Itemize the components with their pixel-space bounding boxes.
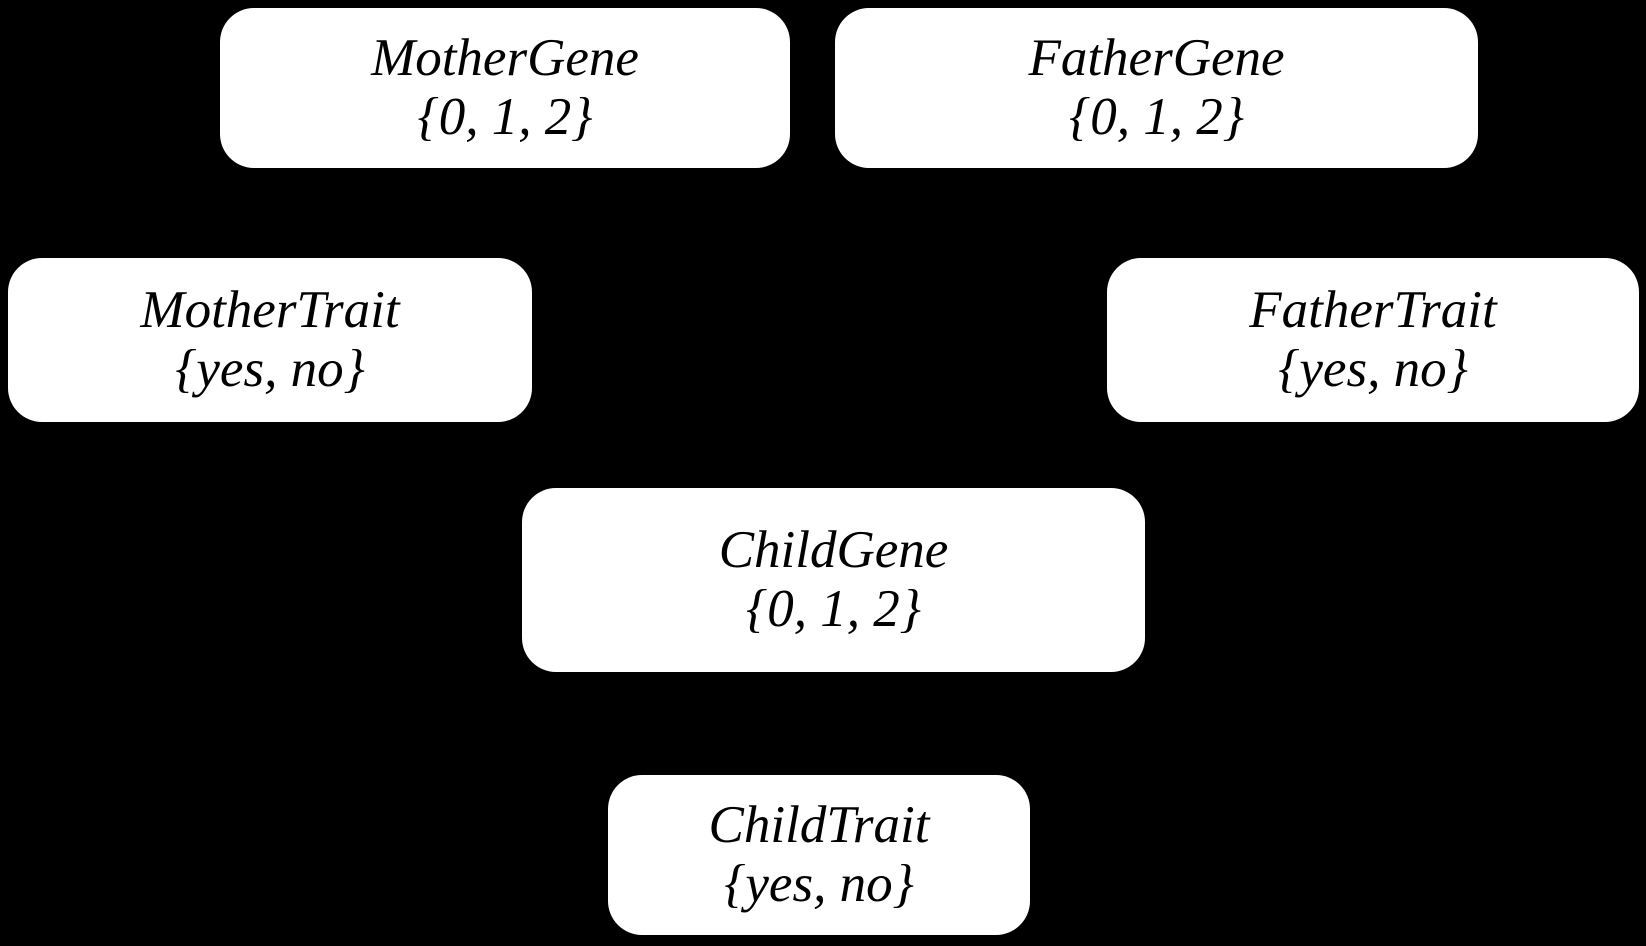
node-father-gene-title: FatherGene [1028, 28, 1285, 87]
node-child-trait[interactable]: ChildTrait {yes, no} [608, 775, 1030, 935]
node-father-trait[interactable]: FatherTrait {yes, no} [1107, 258, 1639, 422]
node-father-gene[interactable]: FatherGene {0, 1, 2} [835, 8, 1478, 168]
node-mother-gene[interactable]: MotherGene {0, 1, 2} [220, 8, 790, 168]
node-father-trait-domain: {yes, no} [1278, 340, 1468, 398]
node-mother-trait[interactable]: MotherTrait {yes, no} [8, 258, 532, 422]
node-mother-trait-domain: {yes, no} [175, 340, 365, 398]
node-child-gene[interactable]: ChildGene {0, 1, 2} [522, 488, 1145, 672]
node-child-gene-domain: {0, 1, 2} [746, 580, 921, 638]
node-father-trait-title: FatherTrait [1249, 280, 1497, 339]
node-mother-trait-title: MotherTrait [140, 280, 400, 339]
node-child-trait-title: ChildTrait [708, 795, 930, 854]
node-child-trait-domain: {yes, no} [724, 855, 914, 913]
node-father-gene-domain: {0, 1, 2} [1069, 88, 1244, 146]
node-child-gene-title: ChildGene [718, 520, 949, 579]
node-mother-gene-title: MotherGene [371, 28, 639, 87]
node-mother-gene-domain: {0, 1, 2} [417, 88, 593, 146]
